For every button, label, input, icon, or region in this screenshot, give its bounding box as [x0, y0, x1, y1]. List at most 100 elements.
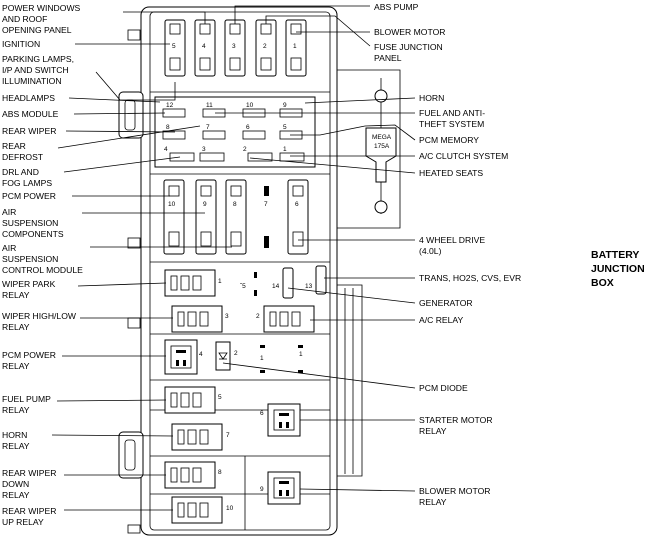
fuse-number: 2 — [263, 43, 267, 50]
relay-number: 14 — [272, 283, 280, 290]
label-ac-clutch: A/C CLUTCH SYSTEM — [419, 151, 508, 161]
svg-text:I/P AND SWITCH: I/P AND SWITCH — [2, 65, 69, 75]
svg-text:RELAY: RELAY — [2, 290, 30, 300]
label-horn: HORN — [419, 93, 444, 103]
fuse-number: 4 — [202, 43, 206, 50]
relay-number: 8 — [218, 469, 222, 476]
mini-fuse-number: 1 — [283, 146, 287, 153]
label-wiper-high-low-relay: WIPER HIGH/LOW — [2, 311, 77, 321]
relay-number: 13 — [305, 283, 313, 290]
maxi-fuse-number: 6 — [295, 201, 299, 208]
label-generator: GENERATOR — [419, 298, 473, 308]
svg-text:RELAY: RELAY — [419, 426, 447, 436]
label-rear-wiper: REAR WIPER — [2, 126, 56, 136]
label-pcm-memory: PCM MEMORY — [419, 135, 479, 145]
mega-rating: 175A — [374, 143, 390, 150]
svg-text:ILLUMINATION: ILLUMINATION — [2, 76, 62, 86]
right-leader-lines — [215, 5, 416, 492]
label-fuel-anti-theft: FUEL AND ANTI- — [419, 108, 485, 118]
relay-number: 3 — [225, 313, 229, 320]
fuse-number: 5 — [172, 43, 176, 50]
svg-text:SUSPENSION: SUSPENSION — [2, 218, 58, 228]
label-rear-wiper-down-relay: REAR WIPER — [2, 468, 56, 478]
maxi-fuse-number: 8 — [233, 201, 237, 208]
fuse-number: 1 — [293, 43, 297, 50]
relay-number: 10 — [226, 505, 234, 512]
title-line3: BOX — [591, 277, 614, 289]
label-blower-motor: BLOWER MOTOR — [374, 27, 445, 37]
housing — [118, 6, 401, 536]
label-parking-lamps: PARKING LAMPS, — [2, 54, 74, 64]
relay-number: 7 — [226, 432, 230, 439]
label-abs-pump: ABS PUMP — [374, 2, 419, 12]
mega-label: MEGA — [372, 134, 392, 141]
maxi-fuse-number: 9 — [203, 201, 207, 208]
relay-number: 1 — [299, 351, 303, 358]
svg-text:RELAY: RELAY — [2, 490, 30, 500]
relay-number: 2 — [234, 350, 238, 357]
label-air-suspension-components: AIR — [2, 207, 16, 217]
label-wiper-park-relay: WIPER PARK — [2, 279, 56, 289]
label-pcm-diode: PCM DIODE — [419, 383, 468, 393]
top-fuse-row: 5 4 3 2 1 — [164, 19, 307, 77]
label-pcm-power: PCM POWER — [2, 191, 56, 201]
mini-fuse-number: 2 — [243, 146, 247, 153]
label-heated-seats: HEATED SEATS — [419, 168, 483, 178]
svg-text:COMPONENTS: COMPONENTS — [2, 229, 64, 239]
mini-fuse-number: 9 — [283, 102, 287, 109]
relay-number: 5 — [218, 394, 222, 401]
label-blower-motor-relay: BLOWER MOTOR — [419, 486, 490, 496]
svg-text:RELAY: RELAY — [2, 361, 30, 371]
label-pcm-power-relay: PCM POWER — [2, 350, 56, 360]
label-starter-motor-relay: STARTER MOTOR — [419, 415, 493, 425]
relay-number: 9 — [260, 486, 264, 493]
label-rear-defrost: REAR — [2, 141, 26, 151]
label-ignition: IGNITION — [2, 39, 40, 49]
svg-text:PANEL: PANEL — [374, 53, 402, 63]
label-horn-relay: HORN — [2, 430, 27, 440]
label-drl: DRL AND — [2, 167, 39, 177]
svg-text:DEFROST: DEFROST — [2, 152, 44, 162]
label-fuel-pump-relay: FUEL PUMP — [2, 394, 51, 404]
mini-fuse-number: 10 — [246, 102, 254, 109]
mini-fuse-number: 8 — [166, 124, 170, 131]
title-line1: BATTERY — [591, 249, 639, 261]
label-air-suspension-module: AIR — [2, 243, 16, 253]
maxi-fuse-number: 10 — [168, 201, 176, 208]
mini-fuse-number: 7 — [206, 124, 210, 131]
relay-number: 1 — [218, 278, 222, 285]
maxi-fuse-row: 10 9 8 7 6 — [163, 179, 309, 255]
mini-fuse-number: 6 — [246, 124, 250, 131]
mega-fuse: MEGA 175A — [365, 78, 397, 214]
svg-text:UP RELAY: UP RELAY — [2, 517, 44, 527]
svg-text:SUSPENSION: SUSPENSION — [2, 254, 58, 264]
label-headlamps: HEADLAMPS — [2, 93, 55, 103]
title-line2: JUNCTION — [591, 263, 645, 275]
relay-section: 1 ˇ5 14 13 3 2 4 2 1 1 — [164, 265, 327, 524]
fuse-number: 3 — [232, 43, 236, 50]
svg-text:RELAY: RELAY — [2, 441, 30, 451]
relay-number: 4 — [199, 351, 203, 358]
label-four-wheel-drive: 4 WHEEL DRIVE — [419, 235, 485, 245]
mini-fuse-number: 3 — [202, 146, 206, 153]
svg-text:RELAY: RELAY — [419, 497, 447, 507]
svg-text:RELAY: RELAY — [2, 405, 30, 415]
svg-text:CONTROL MODULE: CONTROL MODULE — [2, 265, 83, 275]
svg-text:THEFT SYSTEM: THEFT SYSTEM — [419, 119, 484, 129]
svg-text:AND ROOF: AND ROOF — [2, 14, 47, 24]
mini-fuse-number: 11 — [206, 102, 213, 109]
relay-number: 2 — [256, 313, 260, 320]
label-power-windows: POWER WINDOWS — [2, 3, 81, 13]
svg-text:(4.0L): (4.0L) — [419, 246, 442, 256]
relay-number: ˇ5 — [240, 283, 246, 290]
svg-text:RELAY: RELAY — [2, 322, 30, 332]
left-labels: POWER WINDOWS AND ROOF OPENING PANEL IGN… — [2, 3, 83, 527]
mini-fuse-block: 12 11 10 9 8 7 6 5 4 3 2 1 — [154, 96, 316, 168]
left-leader-lines — [51, 11, 232, 511]
svg-text:DOWN: DOWN — [2, 479, 29, 489]
svg-text:FOG LAMPS: FOG LAMPS — [2, 178, 52, 188]
label-abs-module: ABS MODULE — [2, 109, 59, 119]
right-labels: ABS PUMP BLOWER MOTOR FUSE JUNCTION PANE… — [374, 2, 521, 507]
mini-fuse-number: 5 — [283, 124, 287, 131]
